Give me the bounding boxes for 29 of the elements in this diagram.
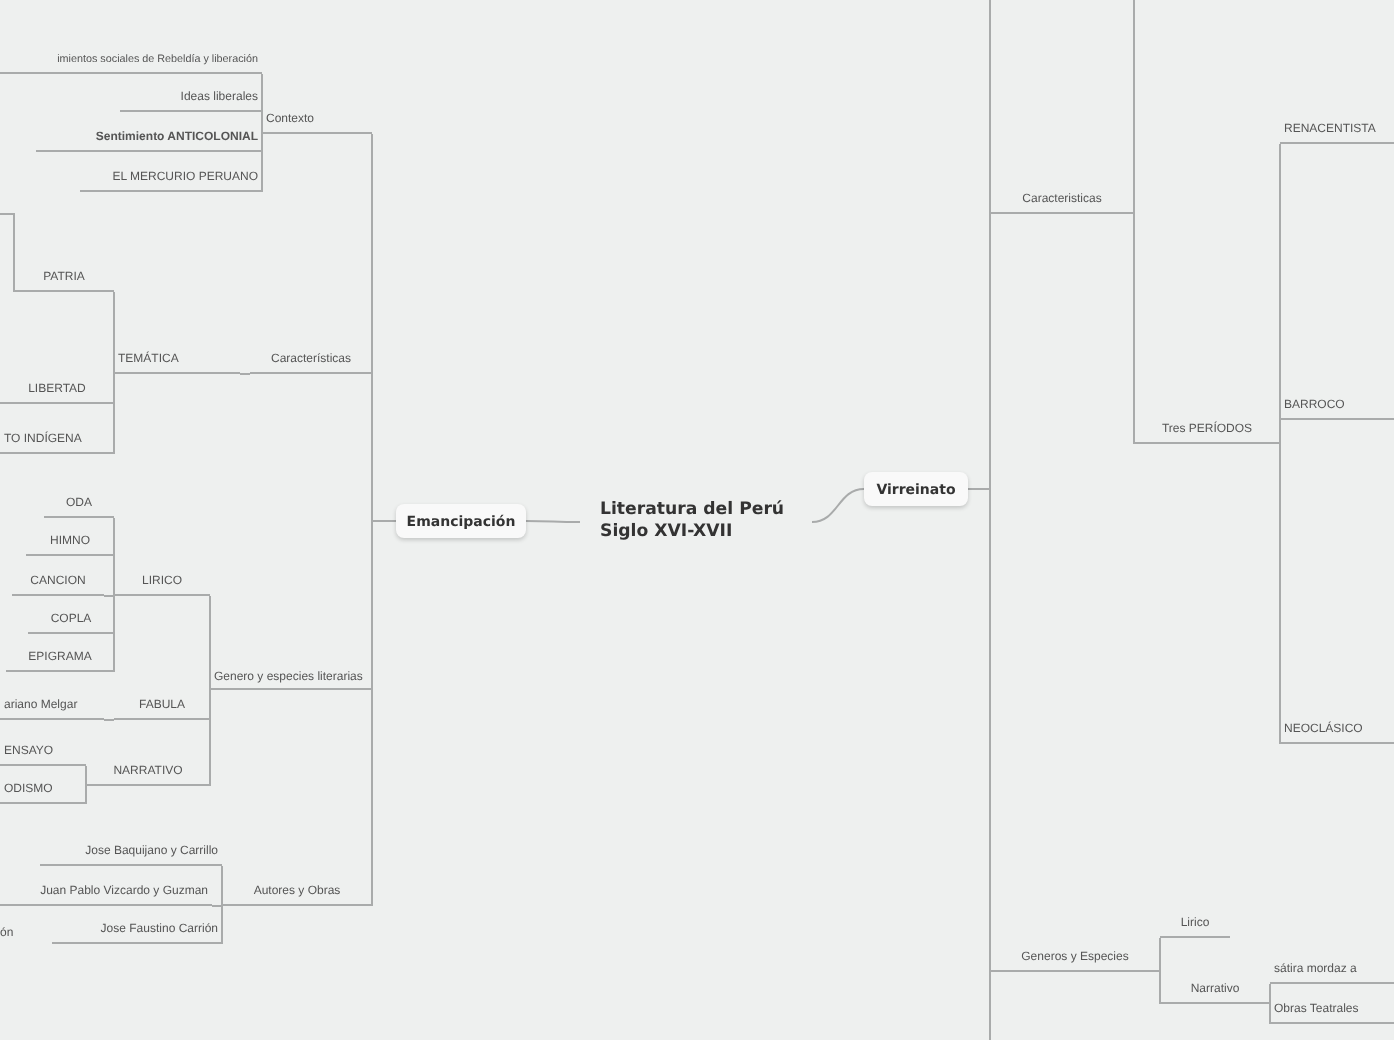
connector-line <box>103 595 115 597</box>
connector-line <box>85 785 87 805</box>
connector-line <box>0 213 15 293</box>
connector-line <box>1279 443 1281 745</box>
connector-line <box>1133 213 1135 445</box>
connector-line <box>113 291 115 375</box>
connector-line <box>811 488 865 523</box>
connector-line <box>221 905 223 945</box>
connector-line <box>221 865 223 907</box>
connector-line <box>113 595 115 673</box>
connector-line <box>1269 1003 1271 1025</box>
connector-line <box>1279 419 1281 445</box>
connector-line <box>1133 0 1135 215</box>
connector-line <box>1159 937 1161 973</box>
connector-line <box>1159 971 1161 1005</box>
connector-line <box>85 765 87 787</box>
connector-line <box>371 520 397 907</box>
connector-line <box>211 905 223 907</box>
connector-line <box>209 595 211 691</box>
connector-line <box>261 133 263 193</box>
connector-line <box>113 373 115 455</box>
connector-line <box>525 520 581 523</box>
connector-line <box>209 689 211 787</box>
connector-line <box>113 555 115 597</box>
connector-line <box>239 373 251 375</box>
connector-line <box>1269 983 1271 1005</box>
connector-line <box>261 111 263 135</box>
connector-line <box>103 719 115 721</box>
central-topic: Literatura del Perú Siglo XVI-XVII <box>580 496 812 548</box>
